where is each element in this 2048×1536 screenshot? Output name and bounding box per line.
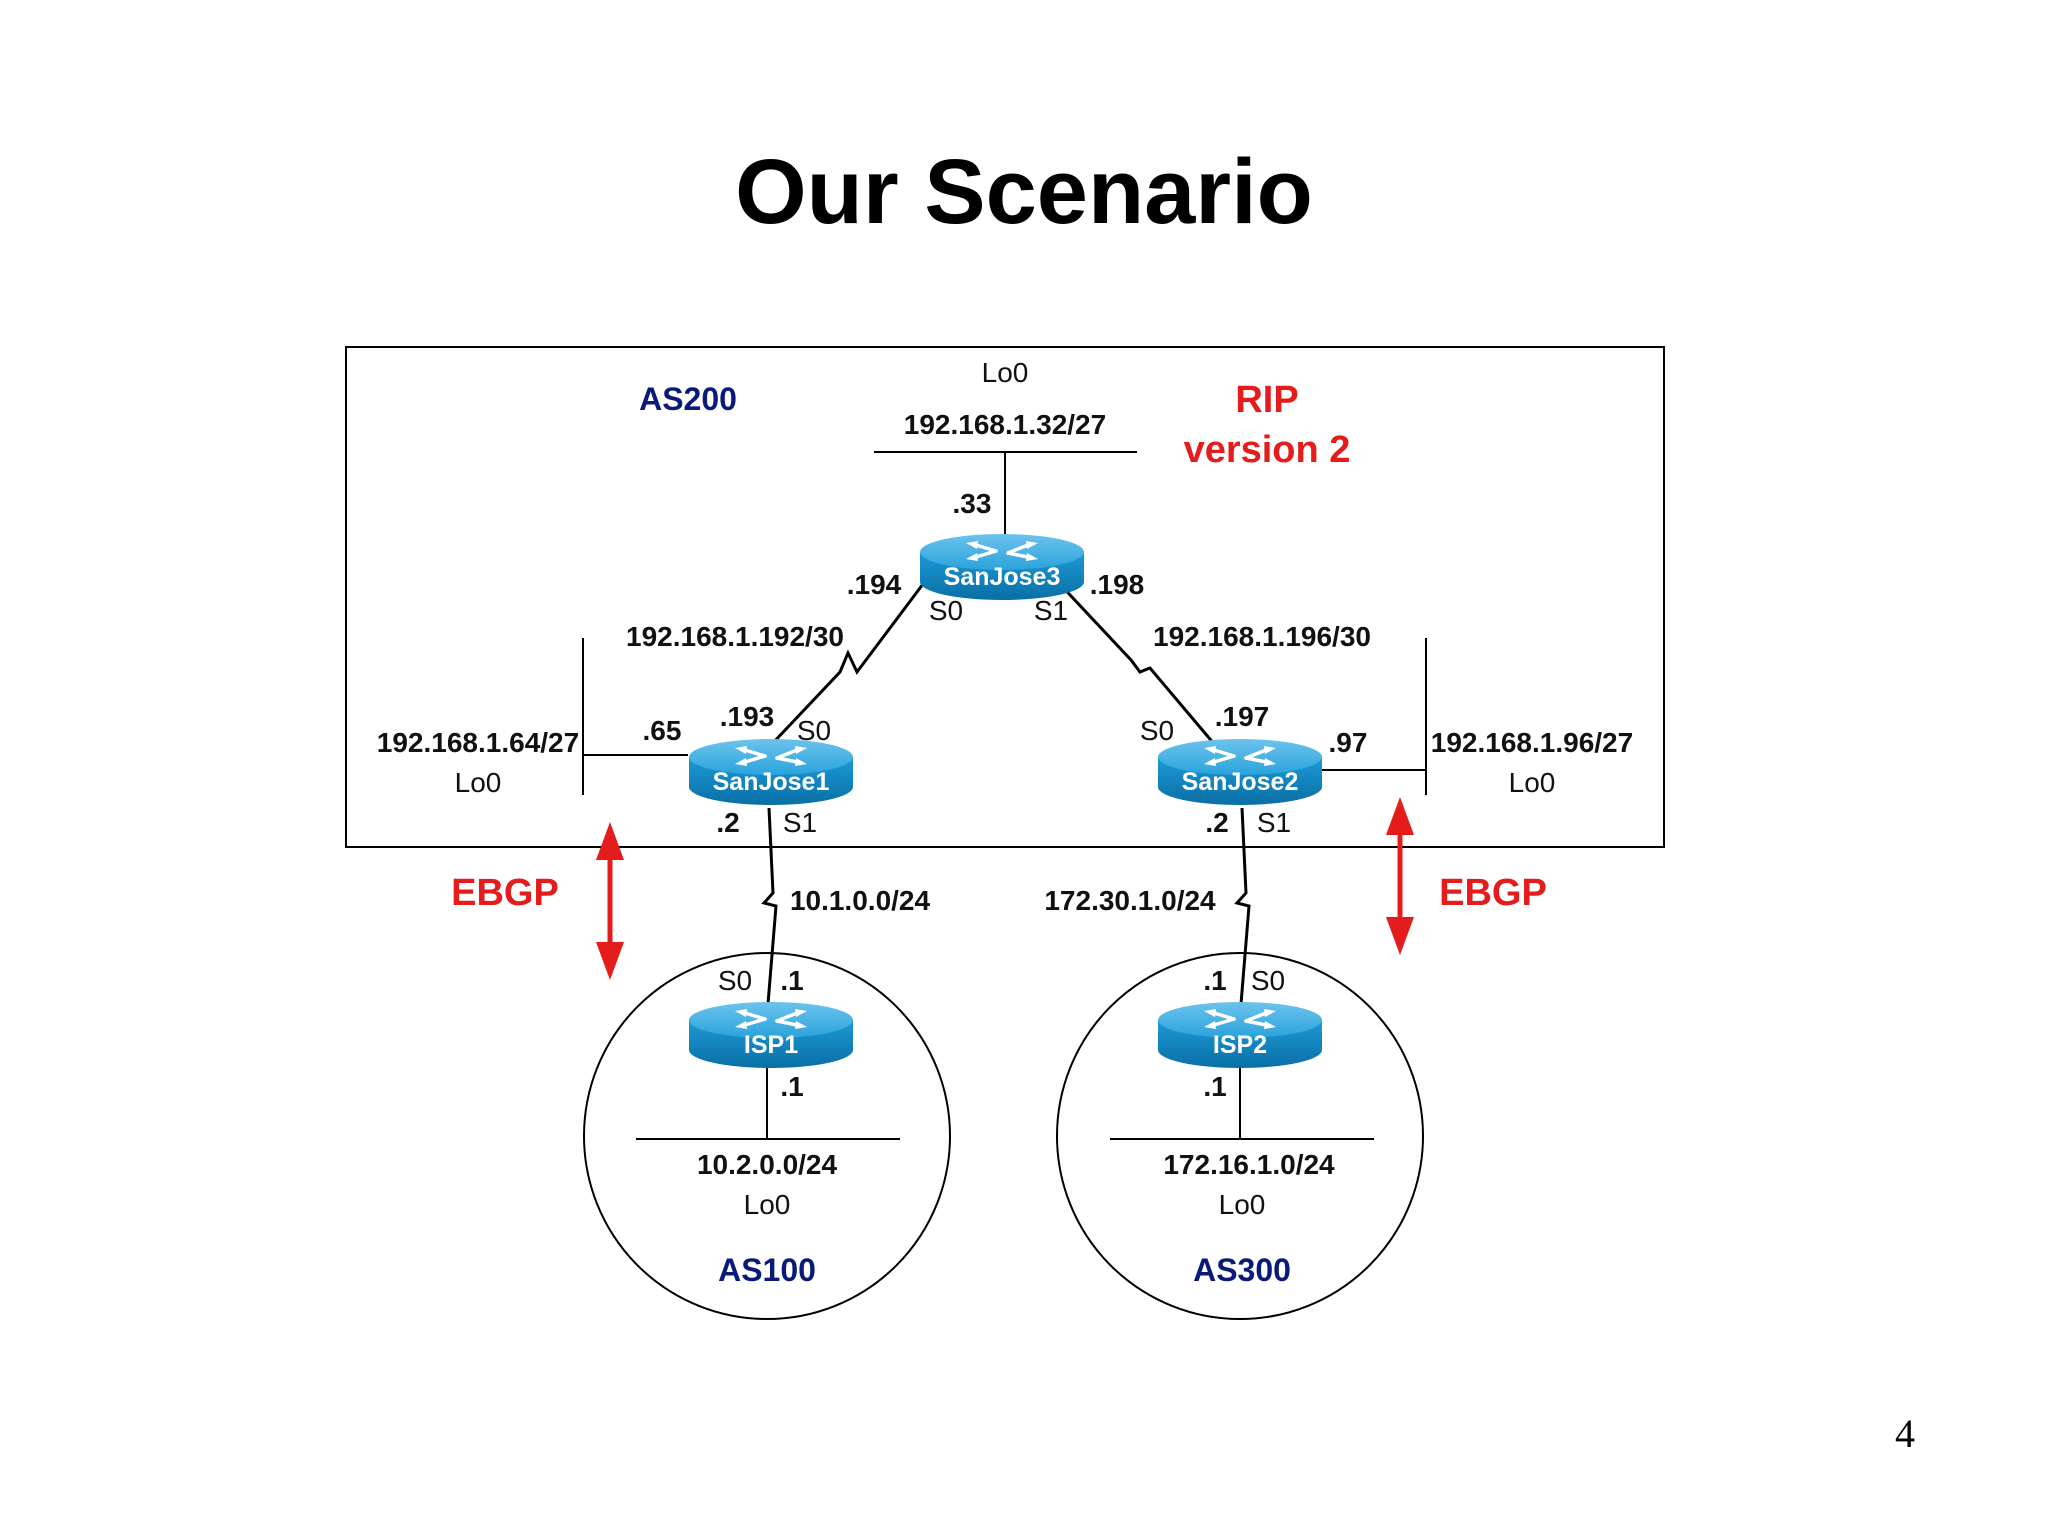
page-number: 4	[1895, 1411, 1915, 1456]
sanjose3-lo0-ip: .33	[953, 488, 992, 519]
sanjose3-s0-ip: .194	[847, 569, 902, 600]
router-name: SanJose3	[944, 563, 1061, 591]
rip-label-line1: RIP	[1235, 379, 1298, 421]
router-sanjose3[interactable]: SanJose3	[918, 532, 1086, 602]
sanjose2-s0-ip: .197	[1215, 701, 1270, 732]
sanjose3-s1-label: S1	[1034, 595, 1068, 626]
isp1-lo0-network: 10.2.0.0/24	[697, 1149, 838, 1180]
sanjose1-lo0-ip: .65	[643, 715, 682, 746]
sanjose2-s0-label: S0	[1140, 715, 1174, 746]
isp2-lo0-label: Lo0	[1219, 1189, 1266, 1220]
router-isp2[interactable]: ISP2	[1156, 1000, 1324, 1070]
sanjose2-lo0-network: 192.168.1.96/27	[1431, 727, 1633, 758]
isp2-s0-label: S0	[1251, 965, 1285, 996]
router-name: ISP2	[1213, 1031, 1267, 1059]
router-isp1[interactable]: ISP1	[687, 1000, 855, 1070]
serial-link-sj2-isp2	[1234, 807, 1251, 1017]
isp2-lo0-network: 172.16.1.0/24	[1163, 1149, 1335, 1180]
sanjose3-s1-ip: .198	[1090, 569, 1145, 600]
serial-link-sj1-isp1	[761, 807, 778, 1017]
serial-link-sj2-sj3	[1054, 578, 1217, 746]
router-sanjose2[interactable]: SanJose2	[1156, 737, 1324, 807]
link-sj2-isp2-network: 172.30.1.0/24	[1044, 885, 1216, 916]
sanjose1-s0-label: S0	[797, 715, 831, 746]
isp1-lo0-ip: .1	[780, 1071, 803, 1102]
rip-label-line2: version 2	[1184, 429, 1351, 471]
isp1-s0-label: S0	[718, 965, 752, 996]
sanjose3-lo0-label: Lo0	[982, 357, 1029, 388]
sanjose1-s1-label: S1	[783, 807, 817, 838]
isp1-lo0-label: Lo0	[744, 1189, 791, 1220]
ebgp-arrow-left	[596, 822, 624, 980]
as300-boundary	[1056, 952, 1424, 1320]
sanjose1-s0-ip: .193	[720, 701, 775, 732]
sanjose1-lo0-label: Lo0	[455, 767, 502, 798]
router-sanjose1[interactable]: SanJose1	[687, 737, 855, 807]
sanjose2-lo0-ip: .97	[1329, 727, 1368, 758]
as100-boundary	[583, 952, 951, 1320]
ebgp-arrow-right	[1386, 797, 1414, 955]
link-sj1-isp1-network: 10.1.0.0/24	[790, 885, 931, 916]
sanjose2-s1-label: S1	[1257, 807, 1291, 838]
serial-link-sj1-sj3	[769, 579, 928, 747]
link-sj1-sj3-network: 192.168.1.192/30	[626, 621, 844, 652]
sanjose1-lo0-network: 192.168.1.64/27	[377, 727, 579, 758]
isp1-s0-ip: .1	[780, 965, 803, 996]
sanjose1-s1-ip: .2	[716, 807, 739, 838]
sanjose2-lo0-label: Lo0	[1509, 767, 1556, 798]
as100-label: AS100	[718, 1252, 816, 1288]
isp2-s0-ip: .1	[1203, 965, 1226, 996]
router-name: SanJose1	[713, 768, 830, 796]
link-sj2-sj3-network: 192.168.1.196/30	[1153, 621, 1371, 652]
router-name: ISP1	[744, 1031, 798, 1059]
slide-title: Our Scenario	[735, 141, 1313, 243]
sanjose2-s1-ip: .2	[1205, 807, 1228, 838]
sanjose3-lo0-network: 192.168.1.32/27	[904, 409, 1106, 440]
sanjose3-s0-label: S0	[929, 595, 963, 626]
ebgp-label-right: EBGP	[1439, 872, 1547, 914]
isp2-lo0-ip: .1	[1203, 1071, 1226, 1102]
as200-boundary	[345, 346, 1665, 848]
ebgp-label-left: EBGP	[451, 872, 559, 914]
as200-label: AS200	[639, 381, 737, 417]
router-name: SanJose2	[1182, 768, 1299, 796]
as300-label: AS300	[1193, 1252, 1291, 1288]
